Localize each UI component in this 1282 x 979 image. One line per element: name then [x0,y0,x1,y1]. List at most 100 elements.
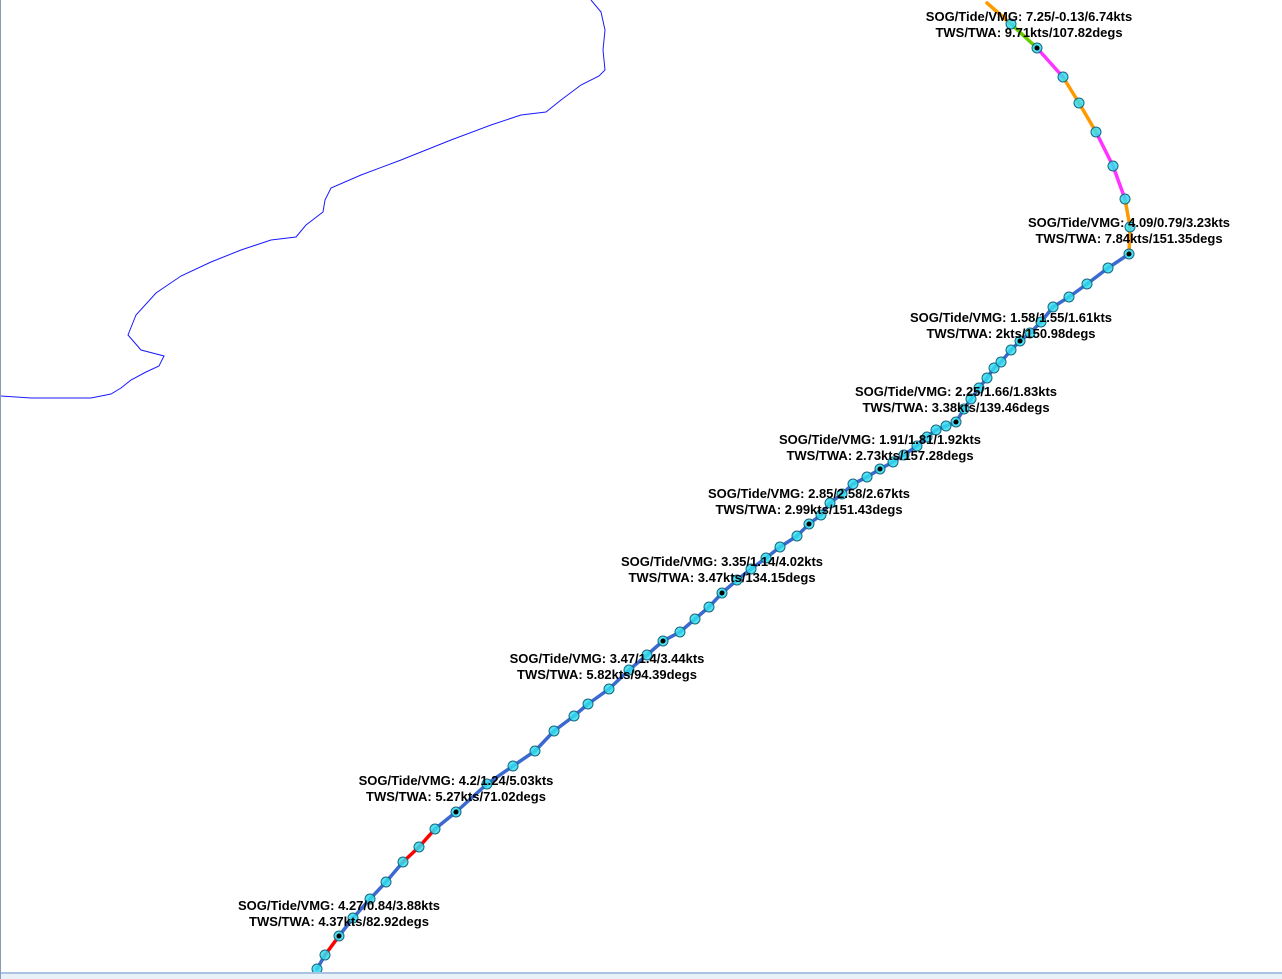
sog-line: SOG/Tide/VMG: 3.35/1.14/4.02kts [621,554,823,569]
waypoint-marker[interactable] [930,424,942,436]
waypoint-marker[interactable] [965,393,977,405]
sog-line: SOG/Tide/VMG: 4.27/0.84/3.88kts [238,898,440,913]
waypoint-marker[interactable] [1024,327,1036,339]
waypoint-label: SOG/Tide/VMG: 7.25/-0.13/6.74ktsTWS/TWA:… [926,9,1132,40]
tws-line: TWS/TWA: 4.37kts/82.92degs [249,914,429,929]
waypoint-marker[interactable] [548,725,560,737]
waypoint-marker[interactable] [429,823,441,835]
waypoint-center-dot [1126,251,1132,257]
waypoint-marker[interactable] [641,649,653,661]
waypoint-marker[interactable] [981,372,993,384]
route-segment [1035,46,1065,79]
waypoint-marker[interactable] [674,626,686,638]
route-segment [1077,101,1098,134]
waypoint-marker[interactable] [745,563,757,575]
tws-line: TWS/TWA: 3.47kts/134.15degs [628,570,815,585]
waypoint-marker[interactable] [507,760,519,772]
waypoint-center-dot [806,521,812,527]
waypoint-marker[interactable] [921,431,933,443]
waypoint-marker[interactable] [824,497,836,509]
waypoint-marker[interactable] [319,949,331,961]
waypoint-marker[interactable] [364,893,376,905]
waypoint-marker[interactable] [887,456,899,468]
waypoint-marker[interactable] [1005,344,1017,356]
waypoint-marker[interactable] [1102,262,1114,274]
waypoint-marker[interactable] [1073,97,1085,109]
waypoint-marker[interactable] [1081,278,1093,290]
sog-line: SOG/Tide/VMG: 4.09/0.79/3.23kts [1028,215,1230,230]
waypoint-center-dot [953,419,959,425]
waypoint-marker[interactable] [582,698,594,710]
waypoint-marker[interactable] [731,574,743,586]
tws-line: TWS/TWA: 7.84kts/151.35degs [1035,231,1222,246]
waypoint-marker[interactable] [774,541,786,553]
sog-line: SOG/Tide/VMG: 2.85/2.58/2.67kts [708,486,910,501]
waypoint-marker[interactable] [1124,221,1136,233]
tws-line: TWS/TWA: 3.38kts/139.46degs [862,400,1049,415]
waypoint-center-dot [1034,45,1040,51]
tws-line: TWS/TWA: 2.99kts/151.43degs [715,502,902,517]
waypoint-marker[interactable] [1090,126,1102,138]
waypoint-marker[interactable] [380,876,392,888]
waypoint-center-dot [877,466,883,472]
waypoint-label: SOG/Tide/VMG: 1.58/1.55/1.61ktsTWS/TWA: … [910,310,1112,341]
tws-line: TWS/TWA: 2.73kts/157.28degs [786,448,973,463]
sog-line: SOG/Tide/VMG: 7.25/-0.13/6.74kts [926,9,1132,24]
waypoint-marker[interactable] [703,601,715,613]
waypoint-marker[interactable] [1005,18,1017,30]
waypoint-marker[interactable] [1035,316,1047,328]
waypoint-marker[interactable] [1047,301,1059,313]
waypoint-marker[interactable] [1119,193,1131,205]
waypoint-marker[interactable] [973,382,985,394]
route-segment [1009,22,1039,50]
waypoint-center-dot [719,590,725,596]
waypoint-marker[interactable] [861,471,873,483]
waypoint-label: SOG/Tide/VMG: 2.25/1.66/1.83ktsTWS/TWA: … [855,384,1057,415]
waypoint-marker[interactable] [347,912,359,924]
waypoint-label: SOG/Tide/VMG: 4.27/0.84/3.88ktsTWS/TWA: … [238,898,440,929]
tws-line: TWS/TWA: 2kts/150.98degs [926,326,1095,341]
waypoint-marker[interactable] [836,488,848,500]
waypoint-marker[interactable] [1057,71,1069,83]
waypoint-marker[interactable] [1107,160,1119,172]
coastline [1,0,606,399]
waypoint-marker[interactable] [413,841,425,853]
waypoint-marker[interactable] [911,440,923,452]
window-bottom-border [1,972,1282,979]
waypoint-marker[interactable] [815,509,827,521]
route-segment [1111,164,1127,201]
waypoint-center-dot [1017,338,1023,344]
waypoint-marker[interactable] [847,478,859,490]
sog-line: SOG/Tide/VMG: 3.47/1.4/3.44kts [510,651,705,666]
sog-line: SOG/Tide/VMG: 4.2/1.24/5.03kts [359,773,554,788]
waypoint-label: SOG/Tide/VMG: 1.91/1.81/1.92ktsTWS/TWA: … [779,432,981,463]
route-segment [454,782,489,814]
sog-line: SOG/Tide/VMG: 2.25/1.66/1.83kts [855,384,1057,399]
tws-line: TWS/TWA: 5.27kts/71.02degs [366,789,546,804]
waypoint-marker[interactable] [689,613,701,625]
waypoint-marker[interactable] [603,683,615,695]
waypoint-marker[interactable] [623,664,635,676]
waypoint-marker[interactable] [995,356,1007,368]
waypoint-center-dot [660,638,666,644]
waypoint-marker[interactable] [529,745,541,757]
waypoint-marker[interactable] [568,710,580,722]
waypoint-label: SOG/Tide/VMG: 2.85/2.58/2.67ktsTWS/TWA: … [708,486,910,517]
waypoint-label: SOG/Tide/VMG: 4.09/0.79/3.23ktsTWS/TWA: … [1028,215,1230,246]
waypoint-marker[interactable] [958,403,970,415]
waypoint-marker[interactable] [988,362,1000,374]
waypoint-marker[interactable] [791,530,803,542]
waypoint-marker[interactable] [1063,291,1075,303]
waypoint-marker[interactable] [760,552,772,564]
waypoint-marker[interactable] [898,449,910,461]
waypoint-center-dot [453,809,459,815]
route-segment [1094,130,1115,168]
waypoint-labels: SOG/Tide/VMG: 7.25/-0.13/6.74ktsTWS/TWA:… [238,9,1230,929]
waypoint-marker[interactable] [397,856,409,868]
waypoint-marker[interactable] [481,778,493,790]
waypoint-marker[interactable] [940,420,952,432]
